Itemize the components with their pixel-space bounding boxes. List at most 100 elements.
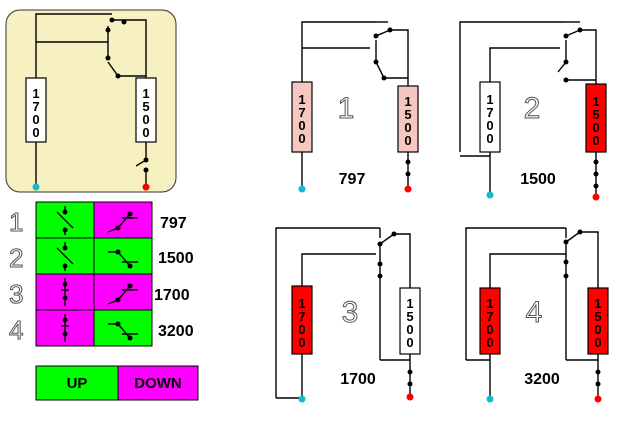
node [377,273,383,279]
wire [375,29,391,37]
resistor-right [587,287,609,355]
wire [580,29,597,84]
node [595,369,601,375]
ref-node [109,17,115,23]
node [577,229,583,235]
node [593,171,599,177]
wire [375,40,408,79]
table-cell-r1-right [93,201,153,239]
table-row-number: 1 [9,207,23,237]
wire [388,29,409,86]
circuit-number: 3 [342,296,359,329]
switch-node-dots [62,209,133,341]
terminal-cyan [298,395,306,403]
reference-panel [5,9,177,193]
circuit-1: 1 797 [291,21,419,193]
terminal-red [592,193,600,201]
ref-resistor-right [135,77,157,143]
node [391,231,397,237]
reference-panel-bg [5,9,177,193]
circuit-4: 4 3200 [465,227,609,403]
terminal-red [406,393,414,401]
node [563,239,569,245]
ref-resistor-left [25,77,47,143]
wire [275,227,380,398]
node [563,259,569,265]
circuit-3: 3 1700 [275,227,421,403]
node [407,369,413,375]
table-cell-r4-right [93,309,153,347]
circuit-number: 1 [338,92,355,125]
node [563,273,569,279]
node [381,75,387,81]
legend-up-label: UP [67,375,88,392]
node [387,27,393,33]
wire [465,227,566,360]
legend-up-swatch [35,365,119,401]
node [405,171,411,177]
circuit-value: 797 [339,171,366,188]
wire [459,21,566,152]
state-table: 1 2 3 4 797 1500 1700 3200 [9,201,194,347]
ref-node [143,157,149,163]
terminal-red [594,395,602,403]
node [563,59,569,65]
ref-node [105,55,111,61]
wire [489,47,560,82]
node [563,77,569,83]
ref-wire-right-top [128,19,147,78]
node [373,59,379,65]
legend-down-label: DOWN [134,375,182,392]
ref-wire-left-top [35,13,112,78]
ref-node [115,73,121,79]
table-row-value: 1500 [158,250,194,267]
terminal-cyan [298,185,306,193]
ref-node [105,27,111,33]
node [373,33,379,39]
resistor-left [479,81,501,153]
circuit-value: 3200 [524,371,560,388]
table-cell-r3-right [93,273,153,311]
node [405,159,411,165]
ref-terminal-red [142,183,150,191]
wire [489,253,566,288]
table-row-number: 4 [9,315,23,345]
table-cell-r2-right [93,237,153,275]
node [595,381,601,387]
terminal-red [404,185,412,193]
table-row-number: 2 [9,243,23,273]
legend-down-swatch [117,365,199,401]
wire [301,21,376,82]
circuit-value: 1500 [520,171,556,188]
table-row-value: 3200 [158,323,194,340]
wire [379,233,411,288]
resistor-left [291,81,313,153]
node [377,261,383,267]
circuit-value: 1700 [340,371,376,388]
wire [557,40,567,73]
wire [565,231,599,288]
wire [301,253,376,286]
circuit-number: 4 [526,296,543,329]
table-row-number: 3 [9,279,23,309]
table-row-value: 797 [160,215,187,232]
node [563,33,569,39]
resistor-right [585,83,607,153]
ref-node [143,167,149,173]
resistor-right [397,85,419,153]
wire [565,29,581,37]
ref-switch-mid [107,61,119,77]
node [407,381,413,387]
circuit-number: 2 [524,92,541,125]
terminal-cyan [486,191,494,199]
